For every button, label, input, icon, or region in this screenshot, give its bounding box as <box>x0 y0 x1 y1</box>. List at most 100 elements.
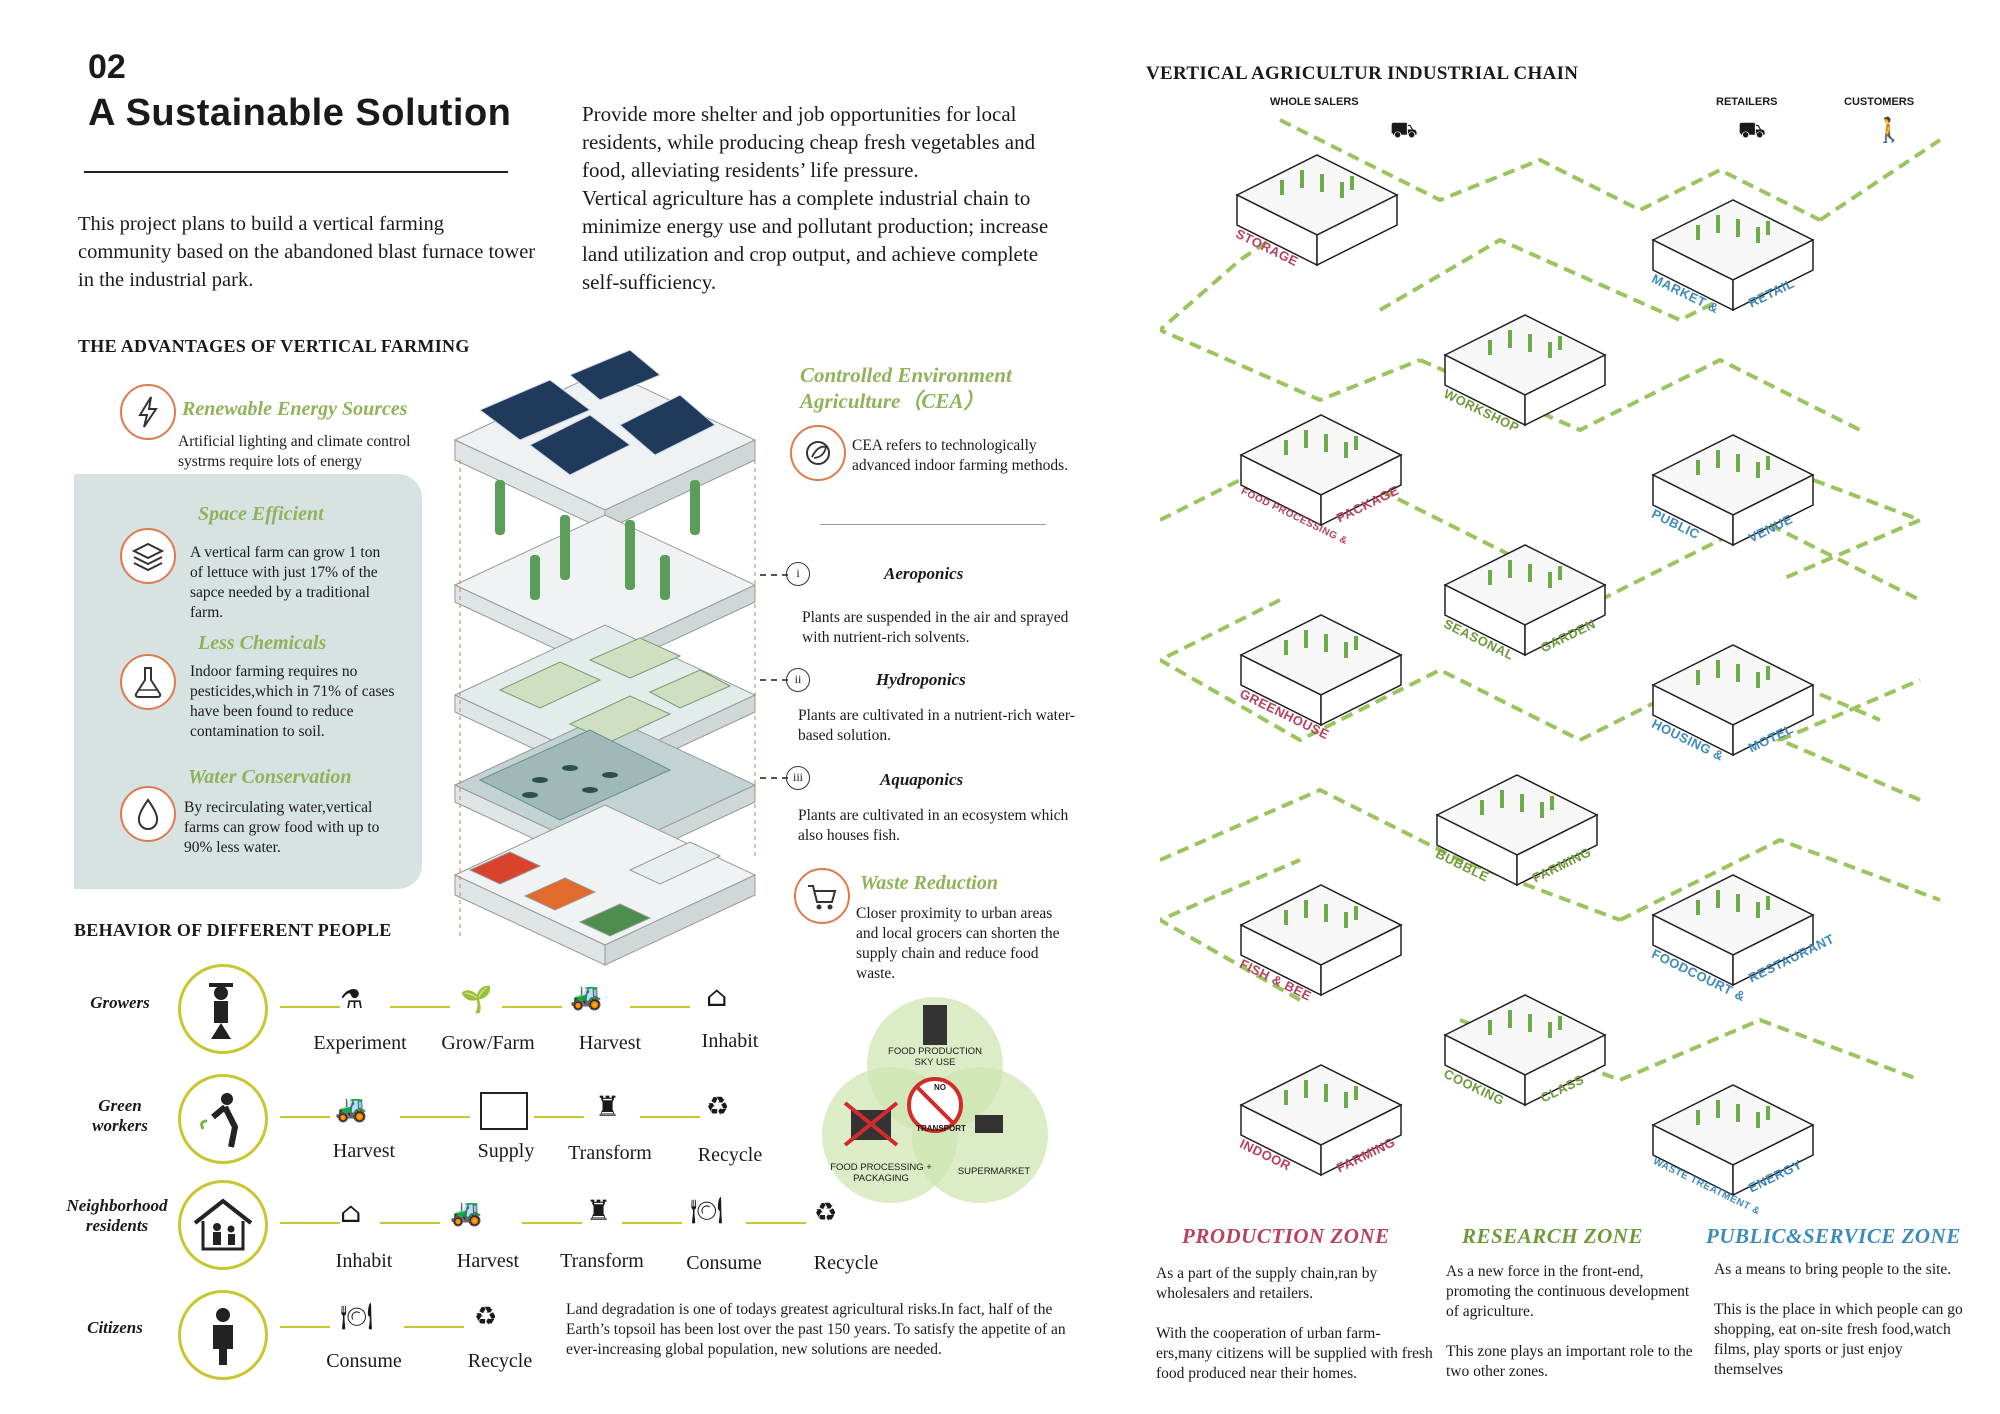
module-workshop: WORKSHOP <box>1440 300 1610 444</box>
farmer-icon <box>178 964 268 1054</box>
action-supply: Supply <box>477 1140 535 1162</box>
label-retailers: RETAILERS <box>1716 96 1778 108</box>
action-inhabit: Inhabit <box>701 1030 759 1052</box>
zone-public-text: As a means to bring people to the site. … <box>1714 1261 1963 1378</box>
advantages-heading: THE ADVANTAGES OF VERTICAL FARMING <box>78 336 470 356</box>
action-harvest-3: Harvest <box>456 1250 520 1272</box>
water-drop-icon <box>120 786 176 842</box>
technique-text-aquaponics: Plants are cultivated in an ecosystem wh… <box>798 807 1069 844</box>
growers-arrow-1 <box>280 1006 340 1008</box>
harvest-tractor-icon: 🚜 <box>335 1094 368 1124</box>
residents-arrow-1 <box>280 1222 340 1224</box>
action-recycle: Recycle <box>697 1144 763 1166</box>
behavior-who-green-workers: Green workers <box>92 1096 148 1135</box>
module-box <box>1651 1084 1815 1197</box>
page-title: A Sustainable Solution <box>88 92 512 134</box>
vertical-farm-diagram <box>453 350 757 966</box>
action-consume-2: Consume <box>326 1350 402 1372</box>
action-consume: Consume <box>686 1252 762 1274</box>
venn-top-label: FOOD PRODUCTION SKY USE <box>888 1046 982 1068</box>
module-fish-bee: FISH & BEE <box>1236 870 1406 1014</box>
residents-arrow-5 <box>746 1222 806 1224</box>
technique-title-aquaponics: Aquaponics <box>880 770 964 789</box>
citizens-arrow-2 <box>404 1326 464 1328</box>
truck-icon-retailers: ⛟ <box>1738 118 1766 143</box>
growers-arrow-3 <box>502 1006 562 1008</box>
growers-arrow-4 <box>630 1006 690 1008</box>
module-foodcourt: FOODCOURT &RESTAURANT <box>1648 860 1837 1004</box>
plant-leaf-icon <box>790 425 846 481</box>
module-box <box>1651 199 1815 312</box>
house-icon: ⌂ <box>706 980 728 1013</box>
module-box <box>1239 884 1403 997</box>
workers-arrow-4 <box>640 1116 700 1118</box>
kneeling-gardener-icon: 🌱 <box>460 985 493 1015</box>
dining-icon: 🍽 <box>690 1196 724 1226</box>
label-customers: CUSTOMERS <box>1844 96 1915 108</box>
module-box <box>1239 414 1403 527</box>
watering-worker-icon <box>178 1074 268 1164</box>
zone-research-text: As a new force in the front-end, promoti… <box>1446 1263 1693 1380</box>
citizens-arrow-1 <box>280 1326 330 1328</box>
action-inhabit-2: Inhabit <box>335 1250 393 1272</box>
walking-person-icon: 🚶 <box>1874 116 1904 144</box>
advantage-title-water: Water Conservation <box>188 766 352 788</box>
aquaponics-connector <box>760 777 788 779</box>
workers-arrow-1 <box>280 1116 330 1118</box>
residents-arrow-4 <box>622 1222 682 1224</box>
recycle-cart-icon: ♻ <box>706 1092 730 1122</box>
behavior-who-citizens: Citizens <box>87 1318 143 1337</box>
title-divider <box>84 171 508 173</box>
action-recycle-3: Recycle <box>467 1350 533 1372</box>
venn-diagram <box>822 997 1048 1203</box>
advantage-title-space: Space Efficient <box>198 503 324 525</box>
technique-number-3: iii <box>786 766 810 790</box>
action-transform-2: Transform <box>560 1250 644 1272</box>
advantage-text-space: A vertical farm can grow 1 ton of lettuc… <box>190 544 381 621</box>
tractor-icon: 🚜 <box>570 982 603 1012</box>
chain-title: VERTICAL AGRICULTUR INDUSTRIAL CHAIN <box>1146 63 1579 84</box>
technique-text-aeroponics: Plants are suspended in the air and spra… <box>802 609 1069 646</box>
cea-divider <box>820 524 1046 525</box>
advantage-title-chemicals: Less Chemicals <box>198 632 327 654</box>
venn-center-transport: TRANSPORT <box>916 1124 966 1133</box>
module-box <box>1443 994 1607 1107</box>
behavior-who-residents: Neighborhood residents <box>66 1196 168 1235</box>
module-market: MARKET &RETAIL <box>1648 185 1818 329</box>
workers-arrow-3 <box>534 1116 584 1118</box>
module-box <box>1239 1064 1403 1177</box>
intro-right-paragraph-1: Provide more shelter and job opportuniti… <box>582 102 1036 182</box>
module-housing: HOUSING &MOTEL <box>1648 630 1818 774</box>
module-box <box>1443 544 1607 657</box>
workers-arrow-2 <box>400 1116 470 1118</box>
behavior-who-growers: Growers <box>90 993 150 1012</box>
intro-right: Provide more shelter and job opportuniti… <box>582 100 1052 296</box>
action-experiment: Experiment <box>313 1032 407 1054</box>
recycle-cart-icon-3: ♻ <box>474 1302 498 1332</box>
waste-title: Waste Reduction <box>860 872 998 894</box>
intro-text: This project plans to build a vertical f… <box>78 213 536 291</box>
intro-right-paragraph-2: Vertical agriculture has a complete indu… <box>582 186 1049 294</box>
layers-icon <box>120 528 176 584</box>
zone-production-text: As a part of the supply chain,ran by who… <box>1156 1265 1433 1382</box>
hydroponics-connector <box>760 679 788 681</box>
advantage-text-chemicals: Indoor farming requires no pesticides,wh… <box>190 663 395 740</box>
action-harvest: Harvest <box>578 1032 642 1054</box>
zone-title-production: PRODUCTION ZONE <box>1182 1224 1390 1248</box>
waste-text: Closer proximity to urban areas and loca… <box>856 905 1060 982</box>
chef-icon: ♜ <box>595 1090 621 1123</box>
module-waste-treatment: WASTE TREATMENT &ENERGY <box>1648 1070 1818 1218</box>
module-box <box>1235 154 1399 267</box>
land-degradation-note: Land degradation is one of todays greate… <box>566 1301 1066 1358</box>
advantage-text-water: By recirculating water,vertical farms ca… <box>184 799 380 856</box>
advantage-title-energy: Renewable Energy Sources <box>182 398 408 420</box>
dining-icon-2: 🍽 <box>340 1302 374 1332</box>
market-stall-icon <box>480 1092 528 1130</box>
module-box <box>1435 774 1599 887</box>
module-box <box>1443 314 1607 427</box>
label-wholesalers: WHOLE SALERS <box>1270 96 1359 108</box>
